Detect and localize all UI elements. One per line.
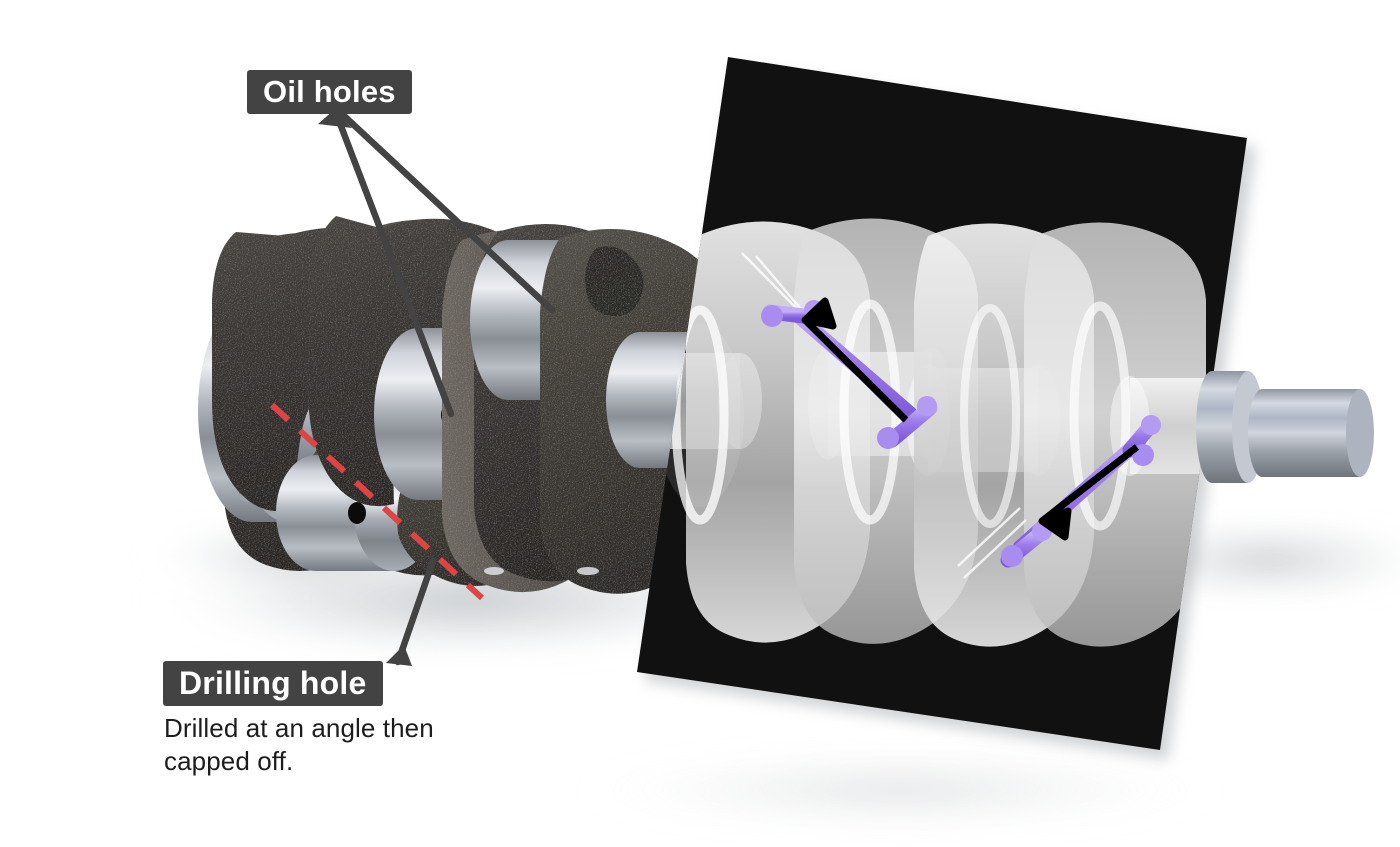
oil-passage-front (761, 297, 938, 449)
chip-oil-tail (318, 110, 352, 128)
oil-flow-arrow-rear (1038, 444, 1140, 541)
crankshaft-solid-model (198, 216, 744, 594)
callout-label-oil-holes: Oil holes (263, 74, 396, 109)
drilling-axis-dashed-line (269, 402, 485, 601)
ghost-counterweight-4 (1024, 222, 1206, 647)
callout-leader-lines (318, 109, 556, 666)
callout-description-drilling-hole: Drilled at an angle then capped off. (164, 713, 434, 776)
output-shaft-nose (1196, 371, 1374, 483)
rod-journal-1-oil-hole (348, 502, 366, 524)
oil-passage-rear (1000, 415, 1161, 568)
callout-chip-drilling-hole[interactable]: Drilling hole (163, 661, 383, 706)
counterweight-lips (484, 567, 599, 575)
oil-flow-arrow-front (801, 297, 909, 423)
leader-oil-hole-b (337, 109, 556, 314)
leader-oil-hole-a (332, 109, 455, 418)
xray-panel-group (637, 57, 1256, 760)
chip-drill-tail (386, 645, 412, 666)
callout-chip-oil-holes[interactable]: Oil holes (247, 70, 412, 114)
callout-label-drilling-hole: Drilling hole (179, 665, 367, 701)
